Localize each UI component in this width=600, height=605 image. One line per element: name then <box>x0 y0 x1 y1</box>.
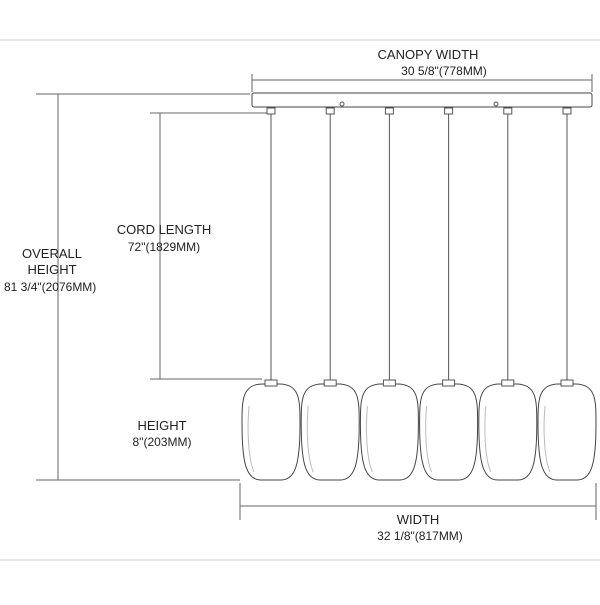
pendant-shade <box>241 383 301 481</box>
canopy-screw <box>493 101 499 107</box>
pendant <box>478 107 538 481</box>
pendant <box>359 107 419 481</box>
pendant-socket <box>442 379 456 387</box>
pendant-shade <box>537 383 597 481</box>
canopy-width-dimension: CANOPY WIDTH 30 5/8"(778MM) <box>251 47 593 92</box>
pendant-shade <box>300 383 360 481</box>
cord-grip <box>503 107 513 115</box>
pendant <box>537 107 597 481</box>
cord-grip <box>384 107 394 115</box>
pendant <box>419 107 479 481</box>
width-title: WIDTH <box>397 512 440 527</box>
canopy-width-title: CANOPY WIDTH <box>378 47 479 62</box>
overall-height-dimension: OVERALL HEIGHT 81 3/4"(2076MM) <box>4 93 250 481</box>
cord-grip <box>325 107 335 115</box>
pendant <box>241 107 301 481</box>
width-dimension: WIDTH 32 1/8"(817MM) <box>239 483 597 543</box>
overall-height-value: 81 3/4"(2076MM) <box>4 280 96 294</box>
canopy-width-value: 30 5/8"(778MM) <box>401 64 487 78</box>
shade-highlight <box>425 405 433 473</box>
shade-highlight <box>543 405 551 473</box>
shade-highlight <box>484 405 492 473</box>
pendant-shade <box>478 383 538 481</box>
pendant-group <box>241 107 597 481</box>
pendant-shade <box>359 383 419 481</box>
width-value: 32 1/8"(817MM) <box>377 529 463 543</box>
overall-height-title-line2: HEIGHT <box>27 262 76 277</box>
canopy-screw <box>339 101 345 107</box>
pendant <box>300 107 360 481</box>
height-dimension: HEIGHT 8"(203MM) <box>133 418 192 449</box>
cord-length-dimension: CORD LENGTH 72"(1829MM) <box>117 112 268 380</box>
pendant-socket <box>264 379 278 387</box>
pendant-socket <box>501 379 515 387</box>
shade-highlight <box>306 405 314 473</box>
cord-length-value: 72"(1829MM) <box>128 240 200 254</box>
shade-highlight <box>247 405 255 473</box>
canopy-bar <box>251 92 593 108</box>
cord-grip <box>266 107 276 115</box>
height-title: HEIGHT <box>137 418 186 433</box>
cord-grip <box>562 107 572 115</box>
pendant-socket <box>323 379 337 387</box>
cord-length-title: CORD LENGTH <box>117 222 212 237</box>
cord-grip <box>444 107 454 115</box>
pendant-shade <box>419 383 479 481</box>
pendant-socket <box>560 379 574 387</box>
height-value: 8"(203MM) <box>133 435 192 449</box>
pendant-socket <box>382 379 396 387</box>
shade-highlight <box>365 405 373 473</box>
overall-height-title-line1: OVERALL <box>22 246 82 261</box>
